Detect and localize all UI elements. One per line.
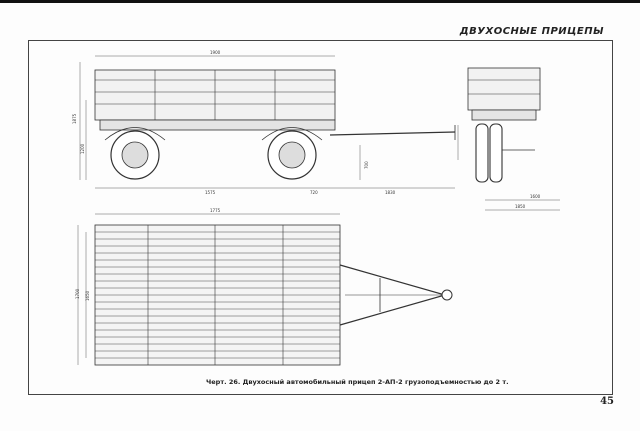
plan-hitch-ring xyxy=(441,289,453,301)
end-wheel-left xyxy=(475,123,489,183)
side-drawbar xyxy=(329,131,456,136)
section-header: ДВУХОСНЫЕ ПРИЦЕПЫ xyxy=(459,26,604,37)
front-wheel-hub xyxy=(121,141,149,169)
dim-track: 1600 xyxy=(530,194,541,199)
dim-height-body: 1200 xyxy=(80,143,85,154)
page-number: 45 xyxy=(600,396,614,407)
dim-body-length: 1775 xyxy=(210,208,221,213)
top-border xyxy=(0,0,640,3)
end-wheel-right xyxy=(489,123,503,183)
dim-wheel-spacing-b: 720 xyxy=(310,190,318,195)
dim-body-width: 1700 xyxy=(75,288,80,299)
dim-wheel-spacing-a: 1575 xyxy=(205,190,216,195)
dim-hitch-height: 700 xyxy=(364,161,369,169)
dim-drawbar: 1830 xyxy=(385,190,396,195)
figure-caption: Черт. 26. Двухосный автомобильный прицеп… xyxy=(206,378,509,386)
dim-height-total: 1875 xyxy=(72,113,77,124)
rear-fender xyxy=(261,127,323,141)
front-fender xyxy=(104,127,166,141)
side-chassis xyxy=(99,119,336,131)
plan-view xyxy=(77,213,453,366)
dim-width: 1850 xyxy=(515,204,526,209)
rear-wheel-hub xyxy=(278,141,306,169)
dim-inner-width: 1650 xyxy=(85,290,90,301)
dim-overall-length: 1900 xyxy=(210,50,221,55)
end-chassis xyxy=(471,109,537,121)
plan-planks xyxy=(95,231,340,359)
end-body xyxy=(467,67,541,111)
drawing-frame xyxy=(28,40,613,395)
side-view xyxy=(79,55,459,189)
end-view xyxy=(467,67,560,211)
side-body-planks xyxy=(95,70,335,120)
